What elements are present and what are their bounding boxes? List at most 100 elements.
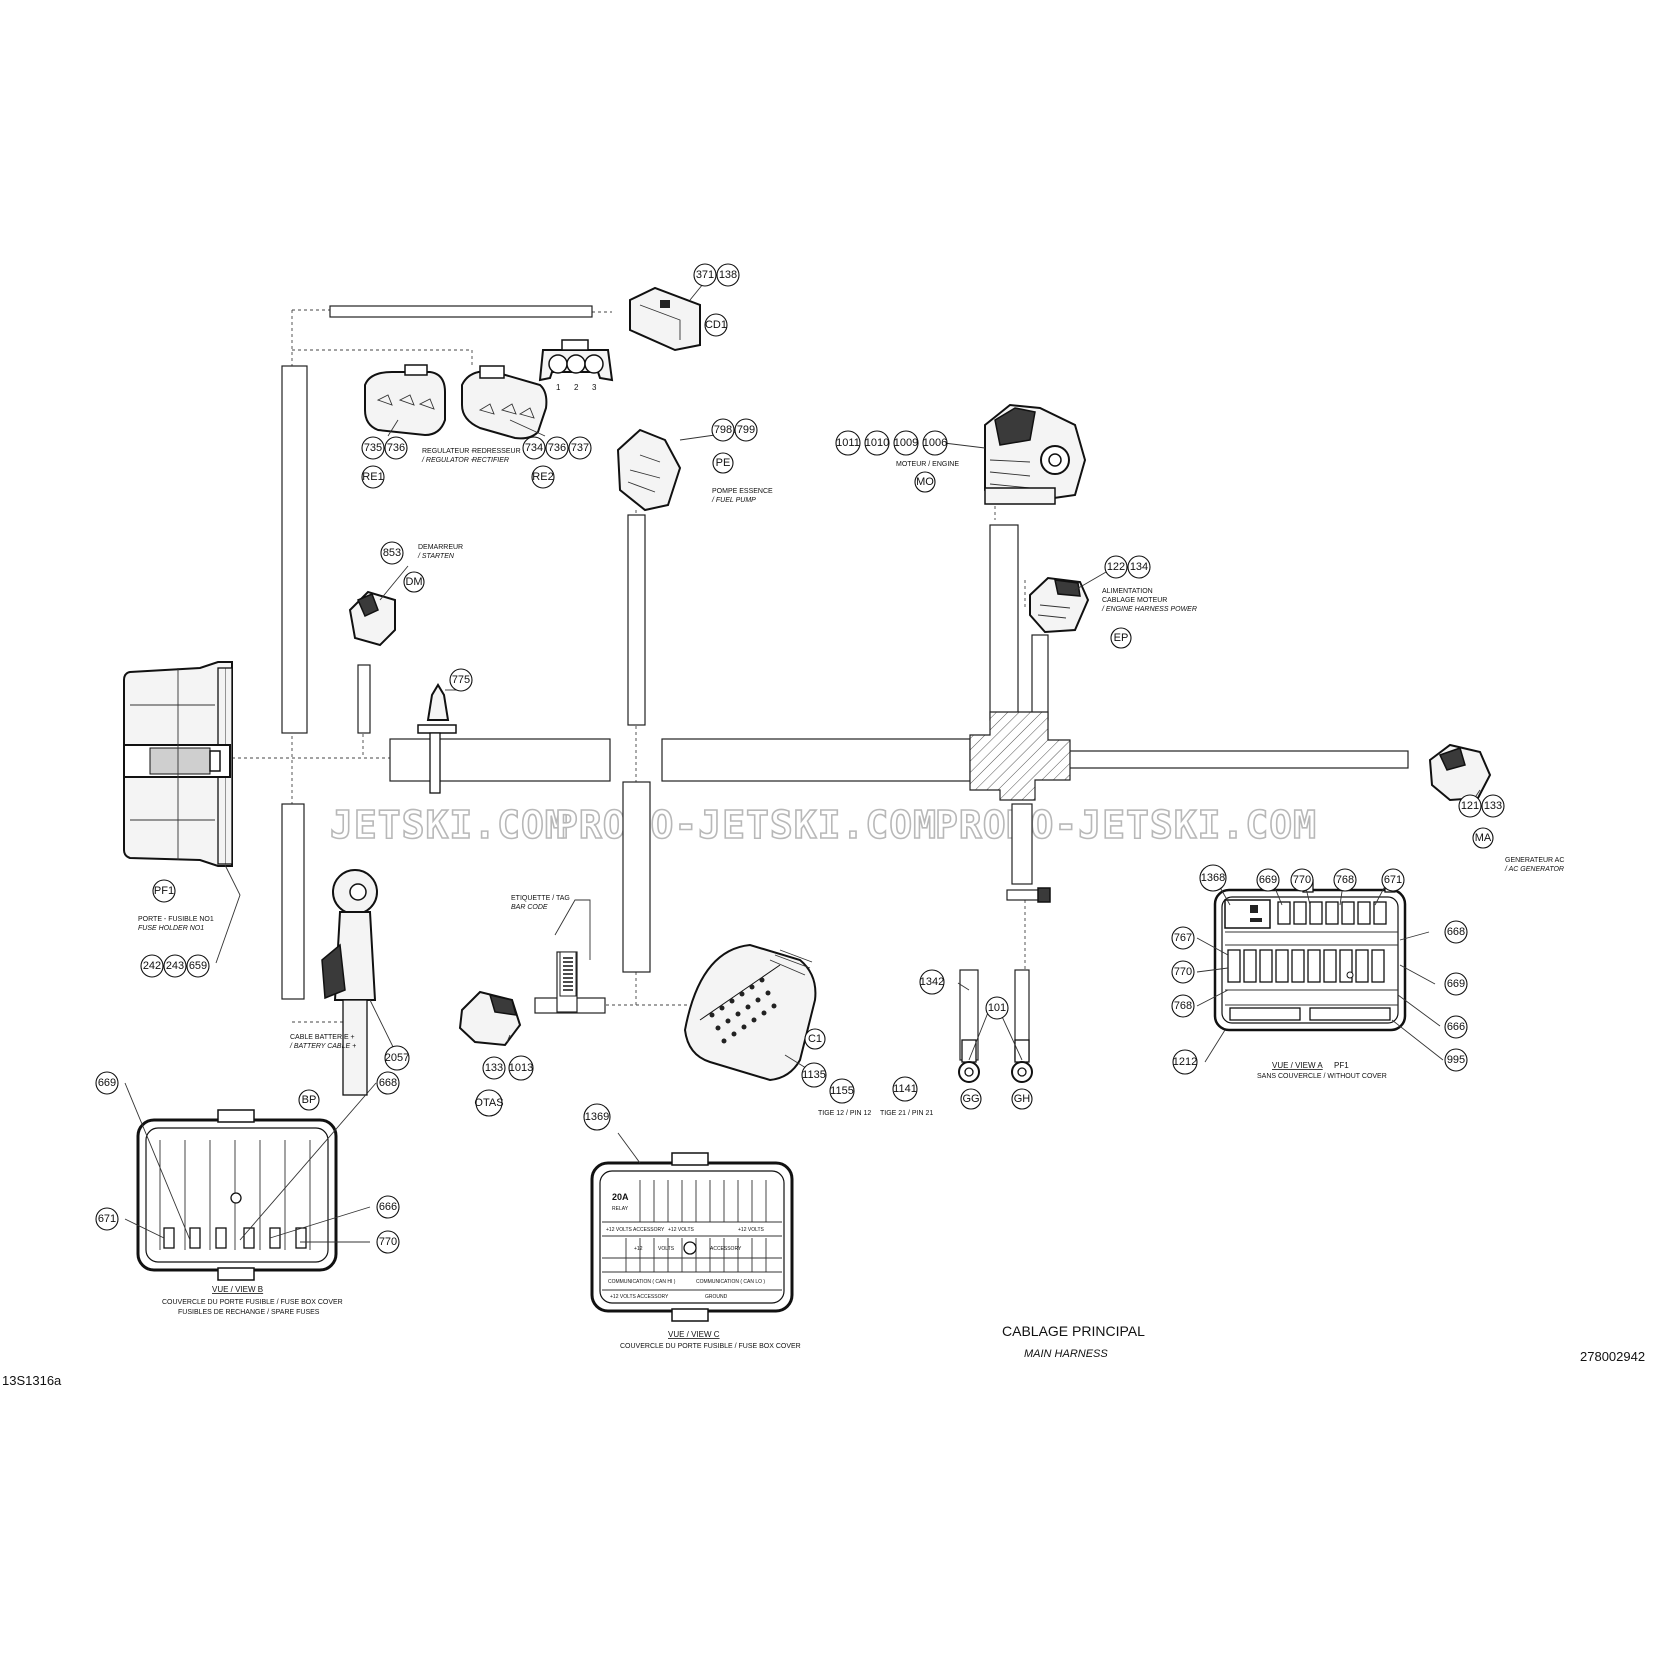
callouts: 371 138 735 736 734 736 737 798 799 1011… [95,263,1505,1254]
callout-bubble: 1135 [801,1062,827,1088]
label-power-2: CABLAGE MOTEUR [1102,597,1167,604]
svg-text:C1: C1 [808,1033,822,1045]
callout-bubble: 669 [1444,972,1468,996]
callout-bubble: 1013 [508,1055,534,1081]
svg-text:798: 798 [714,424,732,436]
callout-bubble: 1009 [893,430,919,456]
svg-text:1: 1 [556,383,561,392]
svg-text:2057: 2057 [385,1052,409,1064]
callout-bubble: 767 [1171,926,1195,950]
svg-text:853: 853 [383,547,401,559]
svg-text:1342: 1342 [920,976,944,988]
label-regulator-fr: REGULATEUR - [422,448,474,455]
connector-id-bubble: EP [1110,627,1132,649]
svg-text:770: 770 [1174,966,1192,978]
label-view-b-2: FUSIBLES DE RECHANGE / SPARE FUSES [178,1309,320,1316]
label-fuel-pump-en: / FUEL PUMP [711,497,756,504]
callout-bubble: 659 [186,954,210,978]
connector-id-bubble: PE [712,452,734,474]
callout-bubble: 121 [1458,794,1482,818]
label-battery-en: / BATTERY CABLE + [289,1043,356,1050]
svg-text:1369: 1369 [585,1111,609,1123]
svg-text:669: 669 [1447,978,1465,990]
svg-text:COMMUNICATION ( CAN HI ): COMMUNICATION ( CAN HI ) [608,1279,676,1285]
callout-bubble: 1155 [829,1078,855,1104]
svg-text:BP: BP [302,1094,317,1106]
svg-text:1011: 1011 [836,437,860,449]
svg-text:735: 735 [364,442,382,454]
battery-cable-bp [321,869,378,1096]
label-pin21: TIGE 21 / PIN 21 [880,1110,933,1117]
svg-text:242: 242 [143,960,161,972]
callout-bubble: 798 [711,418,735,442]
label-view-b-1: COUVERCLE DU PORTE FUSIBLE / FUSE BOX CO… [162,1299,343,1306]
svg-text:GG: GG [962,1093,979,1105]
connector-otas [458,990,522,1047]
callout-bubble: 995 [1444,1048,1468,1072]
callout-bubble: 668 [376,1071,400,1095]
label-starter-fr: DEMARREUR [418,544,463,551]
label-rectifier-fr: REDRESSEUR [472,448,521,455]
view-b-fuse-cover [136,1109,338,1281]
svg-text:VOLTS: VOLTS [658,1246,675,1252]
svg-text:1006: 1006 [923,437,947,449]
callout-bubble: 1212 [1172,1049,1198,1075]
svg-text:134: 134 [1130,561,1148,573]
svg-text:+12 VOLTS: +12 VOLTS [738,1227,765,1233]
svg-text:1010: 1010 [865,437,889,449]
callout-bubble: 736 [545,436,569,460]
svg-text:1013: 1013 [509,1062,533,1074]
connector-id-bubble: RE2 [531,465,555,489]
watermark-text: PROMO-JETSKI.COM [935,803,1317,847]
svg-text:775: 775 [452,674,470,686]
callout-bubble: 1011 [835,430,861,456]
connector-id-bubble: C1 [804,1028,826,1050]
label-view-a-sub: SANS COUVERCLE / WITHOUT COVER [1257,1073,1387,1080]
connector-re2 [461,365,548,440]
svg-text:+12 VOLTS: +12 VOLTS [668,1227,695,1233]
svg-text:+12 VOLTS ACCESSORY: +12 VOLTS ACCESSORY [610,1294,669,1300]
connector-pe [616,428,682,512]
connector-ma [1428,743,1492,802]
svg-text:122: 122 [1107,561,1125,573]
label-fuse-holder-fr: PORTE - FUSIBLE NO1 [138,916,214,923]
label-pin12: TIGE 12 / PIN 12 [818,1110,871,1117]
figure-code: 13S1316a [2,1373,62,1388]
svg-text:1368: 1368 [1201,872,1225,884]
svg-text:+12: +12 [634,1246,643,1252]
connector-id-bubble: CD1 [704,313,728,337]
connector-id-bubble: BP [298,1089,320,1111]
svg-text:668: 668 [1447,926,1465,938]
fuse-holder-pf1 [123,661,233,867]
svg-text:668: 668 [379,1077,397,1089]
callout-bubble: 1010 [864,430,890,456]
svg-text:770: 770 [379,1236,397,1248]
svg-text:666: 666 [379,1201,397,1213]
watermark-text: PROMO-JETSKI.COM [555,803,937,847]
callout-bubble: 1342 [919,969,945,995]
callout-bubble: 371 [693,263,717,287]
ring-terminals [958,1039,1033,1083]
callout-bubble: 669 [95,1071,119,1095]
callout-bubble: 736 [384,436,408,460]
callout-bubble: 101 [985,996,1009,1020]
svg-text:RELAY: RELAY [612,1206,629,1212]
svg-text:MA: MA [1475,832,1492,844]
svg-text:736: 736 [387,442,405,454]
callout-bubble: 138 [716,263,740,287]
svg-text:671: 671 [98,1213,116,1225]
connector-mo [984,403,1087,505]
connector-id-bubble: RE1 [361,465,385,489]
svg-text:1141: 1141 [893,1083,917,1095]
label-generator-en: / AC GENERATOR [1504,866,1564,873]
svg-text:243: 243 [166,960,184,972]
svg-text:CD1: CD1 [705,319,727,331]
callout-bubble: 768 [1171,994,1195,1018]
callout-bubble: 243 [163,954,187,978]
svg-text:1009: 1009 [894,437,918,449]
label-starter-en: / STARTEN [417,553,455,560]
callout-bubble: 1006 [922,430,948,456]
label-power-1: ALIMENTATION [1102,588,1153,595]
svg-text:734: 734 [525,442,543,454]
callout-bubble: 734 [522,436,546,460]
